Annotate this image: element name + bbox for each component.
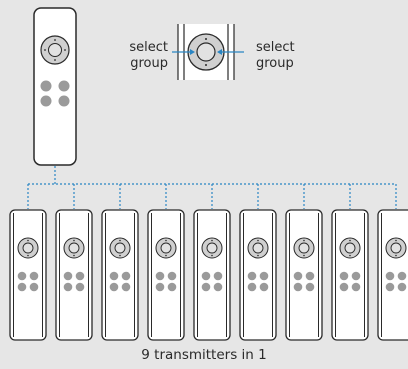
dpad-dot bbox=[303, 239, 305, 242]
transmitter-button bbox=[29, 282, 39, 292]
transmitter-body bbox=[9, 209, 47, 341]
select-group-right-line1: select bbox=[256, 40, 295, 55]
transmitter-body bbox=[331, 209, 369, 341]
transmitter-button bbox=[75, 271, 85, 281]
transmitter-button bbox=[351, 271, 361, 281]
transmitter-button bbox=[63, 271, 73, 281]
dpad-dot bbox=[211, 239, 213, 242]
dpad-dot bbox=[349, 239, 351, 242]
dpad-dot bbox=[349, 254, 351, 257]
dpad-dot bbox=[165, 254, 167, 257]
transmitter-button bbox=[213, 282, 223, 292]
transmitter-button bbox=[339, 271, 349, 281]
transmitter-remote-icon bbox=[9, 209, 47, 341]
transmitter-button bbox=[17, 282, 27, 292]
transmitter-remote-icon bbox=[193, 209, 231, 341]
transmitter-button bbox=[17, 271, 27, 281]
transmitter-button bbox=[351, 282, 361, 292]
transmitter-row bbox=[9, 209, 408, 341]
transmitter-button bbox=[397, 282, 407, 292]
transmitter-button bbox=[247, 282, 257, 292]
transmitter-dpad-center bbox=[390, 242, 402, 254]
select-group-left-line2: group bbox=[130, 56, 168, 71]
transmitter-button bbox=[121, 282, 131, 292]
transmitter-dpad-center bbox=[206, 242, 218, 254]
transmitter-remote-icon bbox=[285, 209, 323, 341]
dpad-dot bbox=[211, 254, 213, 257]
transmitter-button bbox=[305, 282, 315, 292]
transmitter-body bbox=[239, 209, 277, 341]
select-group-left-line1: select bbox=[129, 40, 168, 55]
transmitter-button bbox=[247, 271, 257, 281]
transmitter-body bbox=[285, 209, 323, 341]
transmitter-body bbox=[55, 209, 93, 341]
transmitter-button bbox=[201, 282, 211, 292]
transmitter-body bbox=[147, 209, 185, 341]
dpad-dot bbox=[27, 254, 29, 257]
dpad-dot bbox=[119, 254, 121, 257]
dpad-detail bbox=[172, 24, 244, 80]
dpad-dot bbox=[395, 239, 397, 242]
transmitter-button bbox=[339, 282, 349, 292]
transmitter-remote-icon bbox=[101, 209, 139, 341]
transmitter-button bbox=[213, 271, 223, 281]
transmitter-button bbox=[155, 271, 165, 281]
transmitter-dpad-center bbox=[344, 242, 356, 254]
transmitter-button bbox=[29, 271, 39, 281]
transmitter-remote-icon bbox=[147, 209, 185, 341]
right-connector-arrow-icon bbox=[217, 49, 244, 55]
transmitter-button bbox=[385, 271, 395, 281]
transmitter-button bbox=[167, 282, 177, 292]
dpad-dot bbox=[119, 239, 121, 242]
transmitter-dpad-center bbox=[22, 242, 34, 254]
dpad-dot bbox=[303, 254, 305, 257]
transmitter-dpad-center bbox=[252, 242, 264, 254]
transmitter-button bbox=[155, 282, 165, 292]
select-group-right-line2: group bbox=[256, 56, 294, 71]
left-connector-arrow-icon bbox=[172, 49, 195, 55]
transmitter-remote-icon bbox=[377, 209, 408, 341]
dpad-dot bbox=[27, 239, 29, 242]
transmitter-dpad-center bbox=[114, 242, 126, 254]
transmitter-button bbox=[259, 282, 269, 292]
transmitter-button bbox=[293, 271, 303, 281]
dpad-dot bbox=[73, 239, 75, 242]
master-dpad-icon bbox=[40, 35, 70, 65]
transmitter-button bbox=[397, 271, 407, 281]
transmitter-body bbox=[101, 209, 139, 341]
caption: 9 transmitters in 1 bbox=[141, 347, 266, 363]
master-buttons bbox=[40, 80, 70, 107]
transmitter-button bbox=[305, 271, 315, 281]
transmitter-button bbox=[167, 271, 177, 281]
detail-dpad-icon bbox=[187, 33, 225, 71]
transmitter-button bbox=[75, 282, 85, 292]
transmitter-button bbox=[201, 271, 211, 281]
transmitter-dpad-center bbox=[160, 242, 172, 254]
transmitter-dpad-center bbox=[298, 242, 310, 254]
dpad-dot bbox=[73, 254, 75, 257]
transmitter-button bbox=[385, 282, 395, 292]
transmitter-body bbox=[193, 209, 231, 341]
dpad-dot bbox=[165, 239, 167, 242]
connector-lines bbox=[27, 166, 397, 209]
transmitter-button bbox=[109, 271, 119, 281]
master-remote bbox=[33, 7, 77, 166]
transmitter-remote-icon bbox=[239, 209, 277, 341]
transmitter-remote-icon bbox=[55, 209, 93, 341]
transmitter-remote-icon bbox=[331, 209, 369, 341]
transmitter-button bbox=[293, 282, 303, 292]
transmitter-dpad-center bbox=[68, 242, 80, 254]
dpad-dot bbox=[395, 254, 397, 257]
dpad-dot bbox=[257, 254, 259, 257]
dpad-dot bbox=[257, 239, 259, 242]
transmitter-button bbox=[121, 271, 131, 281]
transmitter-button bbox=[109, 282, 119, 292]
transmitter-button bbox=[259, 271, 269, 281]
transmitter-button bbox=[63, 282, 73, 292]
